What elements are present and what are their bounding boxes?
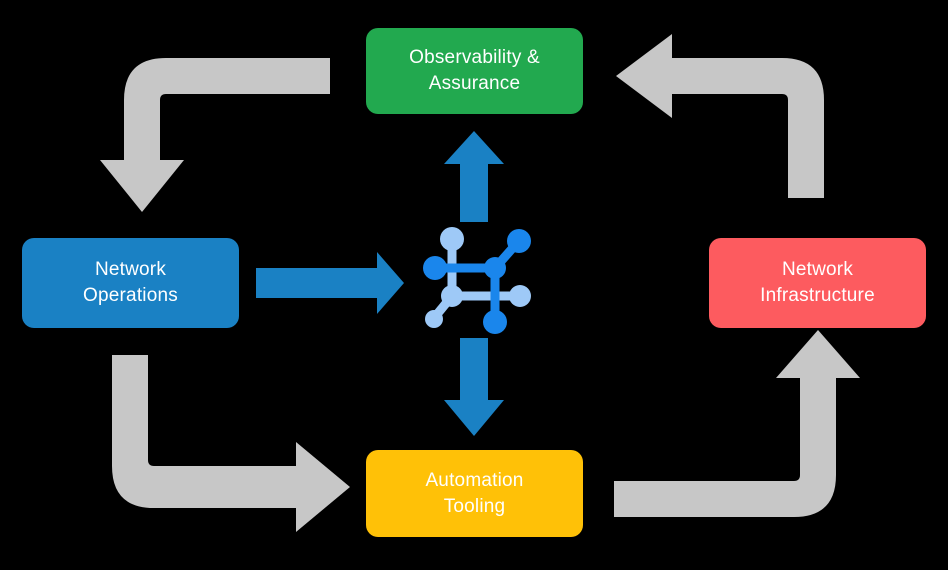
node-network-infrastructure[interactable]: Network Infrastructure xyxy=(709,238,926,328)
arrow-observability-to-operations[interactable] xyxy=(100,58,330,212)
arrow-center-to-observability[interactable] xyxy=(444,131,504,222)
arrow-center-to-automation[interactable] xyxy=(444,338,504,436)
node-observability-assurance[interactable]: Observability & Assurance xyxy=(366,28,583,114)
arrow-operations-to-center[interactable] xyxy=(256,252,404,314)
arrow-automation-to-infrastructure[interactable] xyxy=(614,330,860,517)
network-icon-dark-nodes xyxy=(423,229,531,334)
network-topology-icon[interactable] xyxy=(423,227,531,334)
arrow-infrastructure-to-observability[interactable] xyxy=(616,34,824,198)
network-icon-light-edges xyxy=(429,235,525,323)
network-icon-dark-edges xyxy=(431,237,523,327)
node-automation-tooling[interactable]: Automation Tooling xyxy=(366,450,583,537)
arrow-operations-to-automation[interactable] xyxy=(112,355,350,532)
network-icon-light-nodes xyxy=(425,227,531,328)
node-network-operations[interactable]: Network Operations xyxy=(22,238,239,328)
